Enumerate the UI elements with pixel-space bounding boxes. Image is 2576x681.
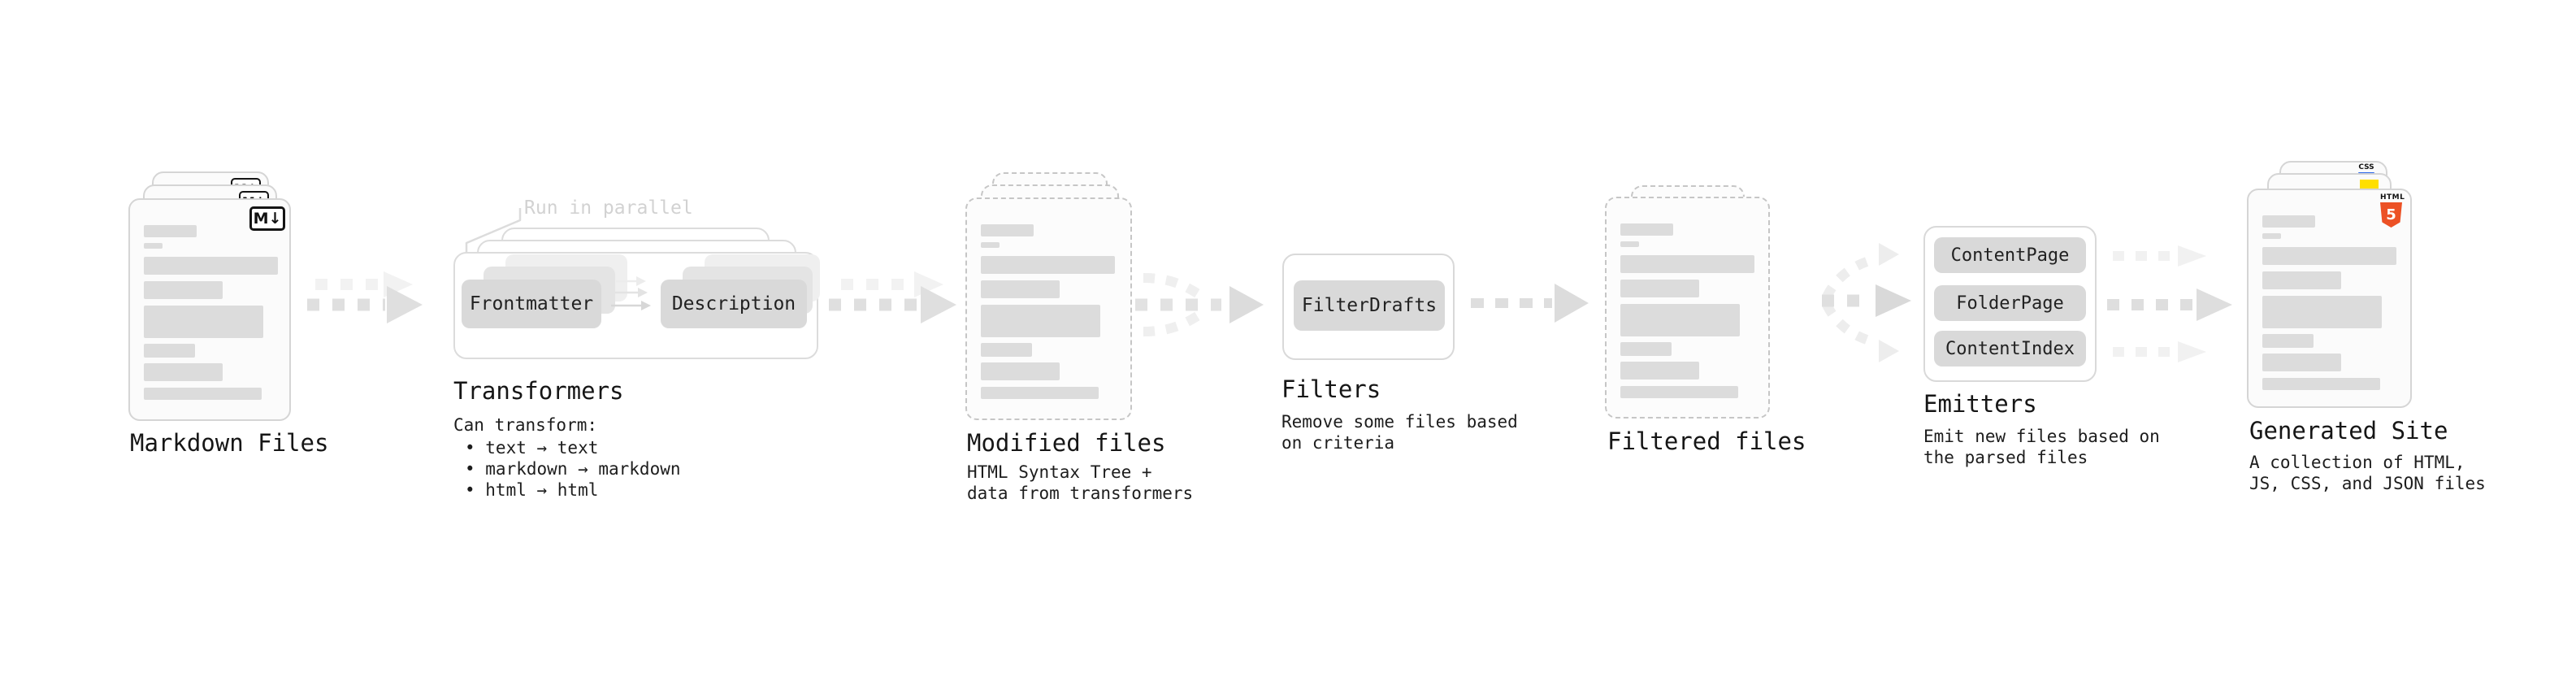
run-in-parallel-pointer (465, 208, 522, 254)
text-line-placeholder (2262, 378, 2380, 390)
generated-site-desc: JS, CSS, and JSON files (2249, 474, 2486, 493)
markdown-files-label: Markdown Files (130, 429, 329, 457)
emitter-box-contentpage: ContentPage (1934, 237, 2086, 273)
text-line-placeholder (2262, 233, 2281, 239)
text-line-placeholder (1620, 223, 1673, 236)
modified-files-desc: data from transformers (967, 484, 1194, 503)
arrow-filtered-to-emitters (1822, 243, 1911, 362)
arrow-emitter-bottom-to-site (2113, 341, 2206, 362)
arrow-filters-to-filtered (1471, 284, 1589, 323)
text-line-placeholder (144, 281, 223, 299)
text-line-placeholder (2262, 296, 2382, 328)
text-line-placeholder (1620, 255, 1754, 273)
filter-box-filterdrafts: FilterDrafts (1294, 280, 1445, 331)
filters-desc: on criteria (1281, 433, 1395, 453)
text-line-placeholder (1620, 241, 1639, 247)
html5-icon: HTML 5 (2380, 194, 2405, 228)
transformer-capability: • markdown → markdown (465, 459, 681, 479)
text-line-placeholder (981, 343, 1032, 357)
transformers-desc-title: Can transform: (453, 415, 598, 435)
text-line-placeholder (1620, 280, 1699, 297)
text-line-placeholder (144, 257, 278, 275)
text-line-placeholder (1620, 362, 1699, 380)
text-line-placeholder (981, 280, 1060, 298)
text-line-placeholder (981, 242, 1000, 248)
filtered-files-label: Filtered files (1607, 427, 1806, 455)
text-line-placeholder (144, 388, 262, 400)
text-line-placeholder (981, 362, 1060, 380)
emitters-desc: Emit new files based on (1923, 427, 2160, 446)
transformer-capability: • text → text (465, 438, 599, 458)
text-line-placeholder (144, 363, 223, 381)
text-line-placeholder (981, 224, 1034, 236)
text-line-placeholder (2262, 247, 2396, 265)
modified-files-desc: HTML Syntax Tree + (967, 462, 1152, 482)
text-line-placeholder (144, 243, 163, 249)
arrow-emitter-top-to-site (2113, 245, 2206, 267)
emitters-label: Emitters (1923, 390, 2037, 418)
arrow-modified-to-filters (1135, 273, 1264, 336)
emitter-box-contentindex: ContentIndex (1934, 331, 2086, 367)
text-line-placeholder (144, 306, 263, 338)
markdown-file-card-front: M↓ (128, 198, 291, 421)
filtered-file-card-front (1605, 197, 1770, 419)
text-line-placeholder (2262, 334, 2314, 348)
generated-site-label: Generated Site (2249, 417, 2448, 445)
text-line-placeholder (1620, 386, 1738, 398)
arrow-emitter-middle-to-site (2107, 288, 2232, 321)
emitters-desc: the parsed files (1923, 448, 2088, 467)
text-line-placeholder (1620, 304, 1740, 336)
generated-site-desc: A collection of HTML, (2249, 453, 2465, 472)
text-line-placeholder (981, 387, 1099, 399)
emitter-box-folderpage: FolderPage (1934, 285, 2086, 321)
markdown-icon: M↓ (249, 206, 285, 231)
parallel-arrows-icon (611, 276, 651, 310)
transformers-label: Transformers (453, 377, 624, 405)
text-line-placeholder (981, 305, 1100, 337)
arrow-markdown-to-transformers (307, 271, 423, 323)
text-line-placeholder (1620, 342, 1672, 356)
text-line-placeholder (144, 225, 197, 237)
transformer-capability: • html → html (465, 480, 599, 500)
transformer-box-frontmatter: Frontmatter (462, 280, 601, 328)
text-line-placeholder (2262, 354, 2341, 371)
arrow-transformers-to-modified (829, 271, 956, 323)
filters-desc: Remove some files based (1281, 412, 1518, 432)
text-line-placeholder (144, 344, 195, 358)
text-line-placeholder (981, 256, 1115, 274)
filters-label: Filters (1281, 375, 1381, 403)
site-file-card-html: HTML 5 (2247, 189, 2412, 408)
text-line-placeholder (2262, 271, 2341, 289)
transformer-box-description: Description (661, 280, 807, 328)
text-line-placeholder (2262, 215, 2315, 228)
run-in-parallel-note: Run in parallel (524, 197, 693, 219)
modified-file-card-front (965, 197, 1132, 420)
modified-files-label: Modified files (967, 429, 1166, 457)
